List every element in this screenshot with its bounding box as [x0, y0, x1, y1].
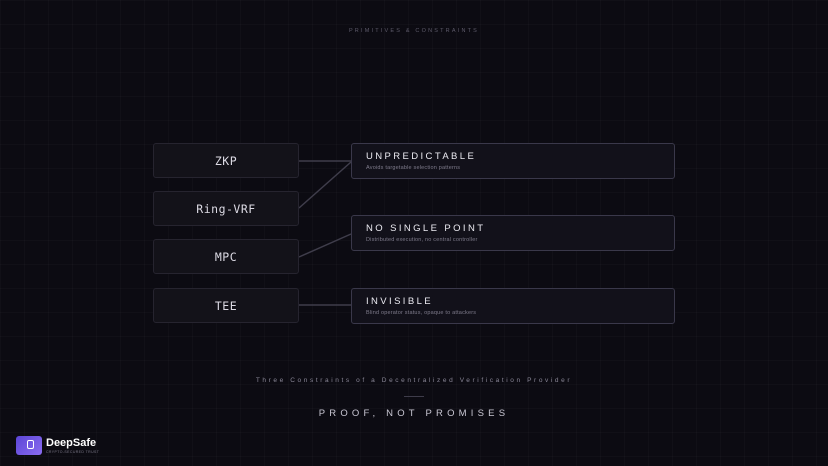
constraint-no-single-point: NO SINGLE POINT Distributed execution, n…: [351, 215, 675, 251]
constraint-description: Avoids targetable selection patterns: [366, 165, 461, 171]
constraint-invisible: INVISIBLE Blind operator status, opaque …: [351, 288, 675, 324]
primitive-tee: TEE: [153, 288, 299, 323]
footer-divider: [404, 396, 424, 397]
brand-tagline: CRYPTO-SECURED TRUST: [46, 450, 100, 454]
constraint-description: Distributed execution, no central contro…: [366, 237, 478, 243]
constraint-title: UNPREDICTABLE: [366, 151, 477, 162]
constraint-title: NO SINGLE POINT: [366, 223, 486, 234]
constraint-title: INVISIBLE: [366, 296, 434, 307]
brand-name: DeepSafe: [46, 437, 97, 449]
footer-tagline: PROOF, NOT PROMISES: [318, 408, 510, 419]
primitive-zkp: ZKP: [153, 143, 299, 178]
primitive-mpc: MPC: [153, 239, 299, 274]
constraint-description: Blind operator status, opaque to attacke…: [366, 310, 477, 316]
constraint-unpredictable: UNPREDICTABLE Avoids targetable selectio…: [351, 143, 675, 179]
footer-subtitle: Three Constraints of a Decentralized Ver…: [255, 377, 573, 384]
connector-mpc-nosinglepoint: [298, 233, 352, 258]
connector-ringvrf-unpredictable: [298, 161, 352, 209]
brand-logo: DeepSafe CRYPTO-SECURED TRUST: [16, 436, 99, 455]
primitive-ring-vrf: Ring-VRF: [153, 191, 299, 226]
deepsafe-logo-icon: [16, 436, 42, 455]
section-eyebrow: PRIMITIVES & CONSTRAINTS: [348, 28, 480, 34]
